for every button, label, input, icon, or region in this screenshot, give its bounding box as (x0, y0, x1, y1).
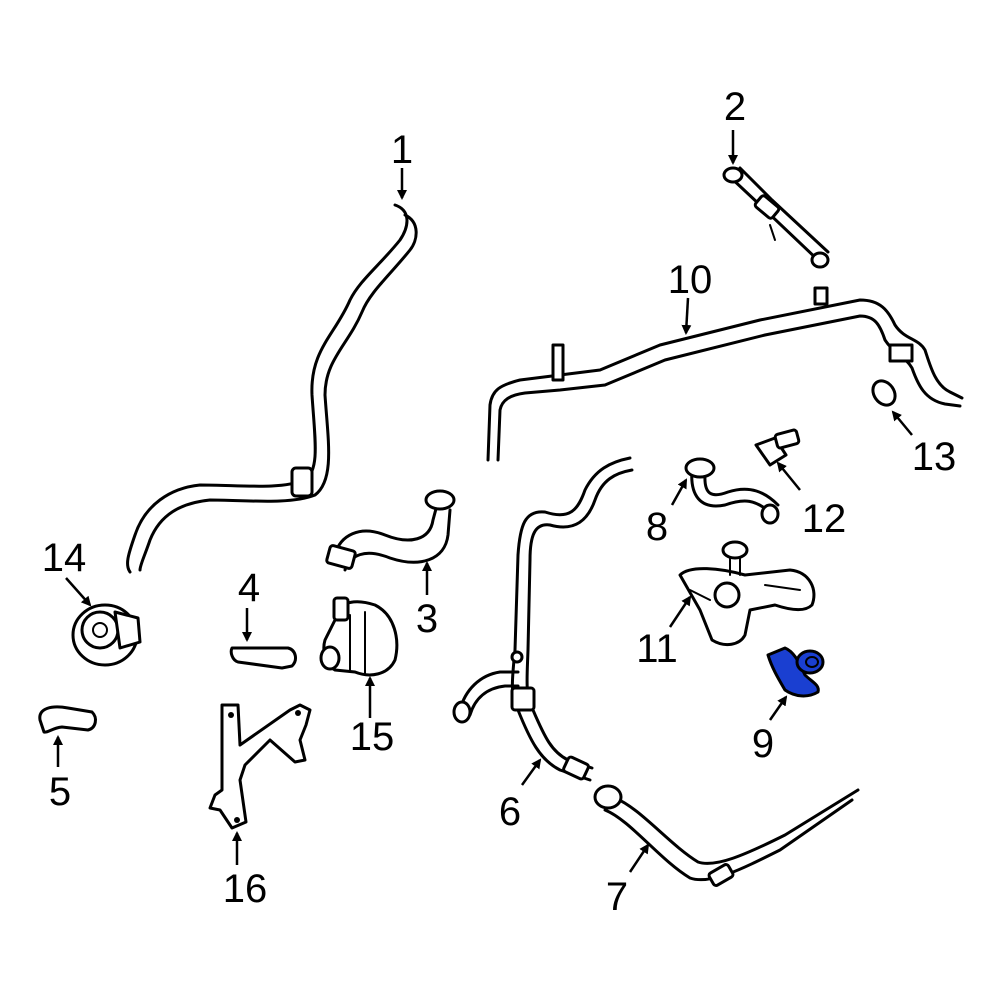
callout-2: 2 (724, 85, 746, 129)
part-5-hose[interactable] (38, 705, 97, 734)
callout-8: 8 (646, 505, 668, 549)
part-11-valve[interactable] (678, 540, 816, 647)
part-2-hose[interactable] (722, 166, 830, 269)
part-4-hose[interactable] (229, 646, 297, 670)
part-9-elbow-highlighted[interactable] (766, 646, 825, 698)
callout-9: 9 (752, 722, 774, 766)
part-14-housing[interactable] (71, 603, 142, 667)
part-12-sensor[interactable] (754, 428, 801, 467)
part-10-bracket-right (813, 286, 829, 306)
callout-16: 16 (223, 867, 268, 911)
callout-5: 5 (49, 770, 71, 814)
callout-15: 15 (350, 715, 395, 759)
callout-10: 10 (668, 258, 713, 302)
part-7-pipe[interactable] (593, 784, 860, 887)
part-1-hose[interactable] (126, 203, 418, 574)
part-1-clip (290, 466, 314, 498)
callout-labels: 1 2 3 4 5 6 7 8 9 10 11 12 13 14 15 16 (42, 85, 957, 919)
callout-arrows (53, 130, 913, 873)
part-16-bracket[interactable] (208, 703, 312, 830)
part-10-bracket-end (888, 343, 914, 363)
part-15-pump[interactable] (319, 596, 399, 677)
callout-12: 12 (802, 497, 847, 541)
callout-4: 4 (238, 566, 260, 610)
callout-7: 7 (606, 875, 628, 919)
callout-6: 6 (499, 790, 521, 834)
callout-1: 1 (391, 128, 413, 172)
part-10-bracket-left (551, 343, 565, 382)
part-13-o-ring[interactable] (868, 377, 899, 410)
part-3-hose[interactable] (325, 489, 456, 572)
part-6-hose[interactable] (452, 456, 634, 782)
callout-13: 13 (912, 435, 957, 479)
callout-3: 3 (416, 597, 438, 641)
part-10-pipe[interactable] (486, 286, 964, 462)
callout-11: 11 (636, 627, 678, 671)
callout-14: 14 (42, 536, 87, 580)
part-8-hose[interactable] (684, 457, 780, 525)
